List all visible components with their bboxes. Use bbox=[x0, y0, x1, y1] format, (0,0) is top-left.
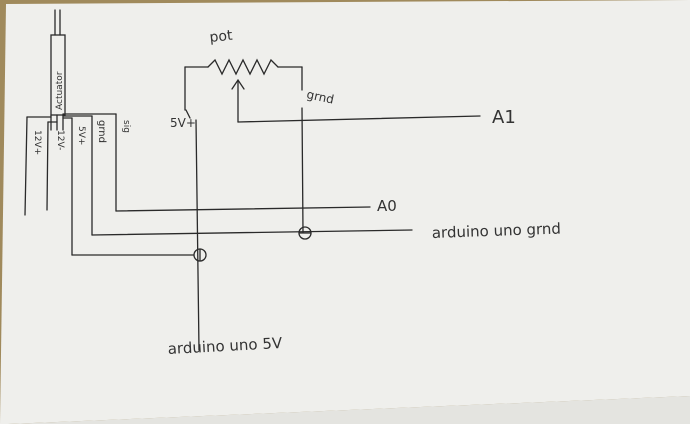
pin-label-ground: grnd bbox=[96, 120, 107, 143]
pin-label-signal: sig bbox=[121, 120, 131, 133]
ground-bus bbox=[91, 229, 413, 236]
actuator-12v-wires bbox=[24, 116, 58, 216]
actuator-ground-wire bbox=[62, 115, 93, 236]
pin-label-12v-minus: 12V- bbox=[55, 130, 65, 150]
actuator-label: Actuator bbox=[55, 71, 65, 110]
a1-label: A1 bbox=[492, 107, 516, 128]
pin-label-5v-plus: 5V+ bbox=[76, 126, 86, 145]
pot-label: pot bbox=[209, 28, 234, 46]
pot-ground-wire bbox=[301, 107, 304, 233]
potentiometer bbox=[184, 58, 303, 111]
paper-shadow bbox=[8, 396, 690, 424]
junction-ground bbox=[298, 226, 312, 240]
pin-label-12v-plus: 12V+ bbox=[32, 130, 42, 155]
junction-5v bbox=[193, 248, 207, 262]
arduino-ground-label: arduino uno grnd bbox=[432, 220, 562, 242]
actuator-5v-wire bbox=[62, 117, 195, 256]
pot-wiper bbox=[231, 78, 481, 123]
pot-ground-label: grnd bbox=[305, 87, 335, 106]
pot-5v-label: 5V+ bbox=[170, 116, 196, 130]
actuator-signal-wire bbox=[62, 113, 371, 212]
five-volt-rail bbox=[185, 109, 200, 351]
a0-label: A0 bbox=[377, 197, 397, 215]
